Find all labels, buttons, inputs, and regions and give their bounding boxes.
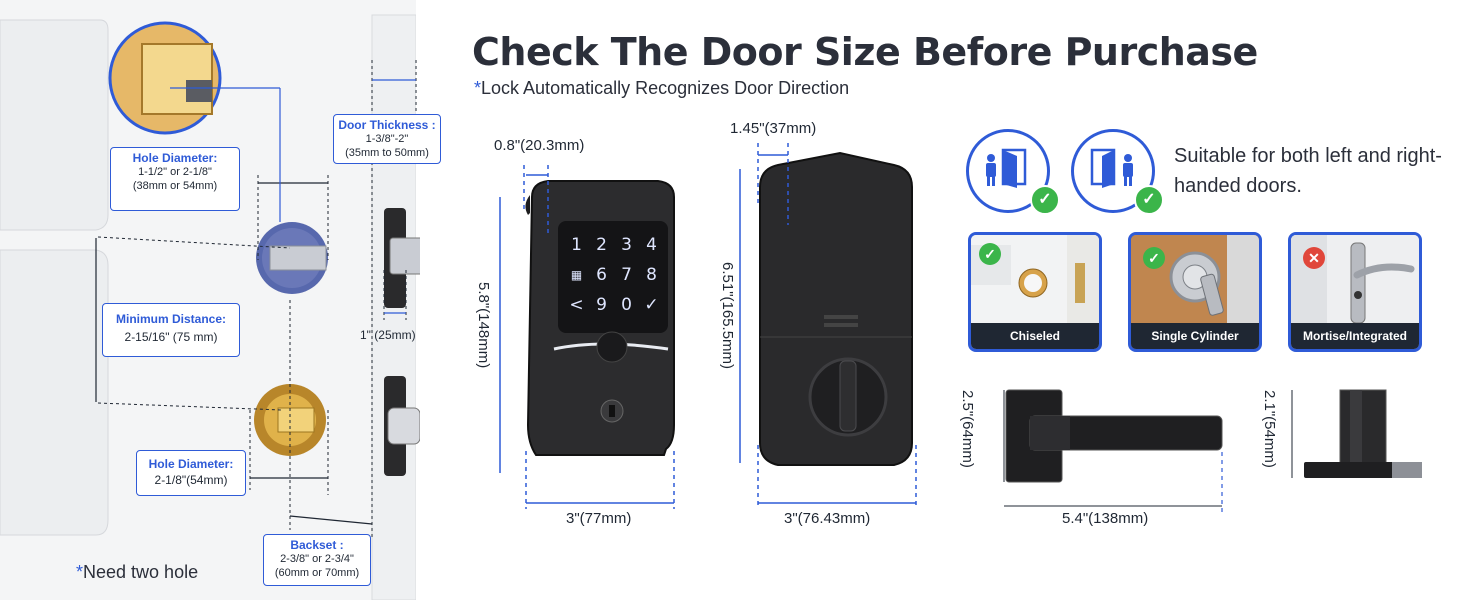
keypad-key[interactable]: 3: [621, 235, 632, 255]
front-lock: [470, 125, 690, 535]
door-thickness-label: Door Thickness : 1-3/8"-2" (35mm to 50mm…: [333, 114, 441, 164]
cross-icon: ✕: [1303, 247, 1325, 269]
handle-length-label: 5.4"(138mm): [1062, 510, 1149, 527]
page-title: Check The Door Size Before Purchase: [472, 30, 1258, 74]
handle-side-height-label: 2.1"(54mm): [1261, 390, 1278, 468]
backset-title: Backset :: [290, 538, 344, 552]
door-type-card-mortise: Mortise/Integrated ✕: [1288, 232, 1422, 352]
door-type-label: Chiseled: [971, 323, 1099, 349]
back-width-label: 3"(76.43mm): [784, 510, 871, 527]
front-keypad: 1 2 3 4 ▦ 6 7 8 < 9 0 ✓: [564, 230, 664, 320]
subtitle-star: *: [474, 78, 482, 98]
hole-diameter-top-title: Hole Diameter:: [132, 151, 218, 165]
handle-height-label: 2.5"(64mm): [959, 390, 976, 468]
backset-metric: (60mm or 70mm): [274, 567, 360, 579]
check-icon: ✓: [1134, 185, 1164, 215]
handle-side: [1280, 382, 1430, 492]
suitable-text: Suitable for both left and right-handed …: [1174, 145, 1442, 197]
keypad-key[interactable]: 7: [621, 265, 632, 285]
keypad-key[interactable]: ✓: [644, 295, 659, 315]
back-depth-label: 1.45"(37mm): [730, 120, 817, 137]
door-svg: [0, 0, 425, 601]
hole-diameter-top-metric: (38mm or 54mm): [132, 180, 218, 192]
front-depth-label: 0.8"(20.3mm): [494, 137, 585, 154]
hole-diameter-bottom-value: 2-1/8"(54mm): [154, 473, 228, 487]
min-distance-title: Minimum Distance:: [115, 312, 226, 326]
subtitle: *Lock Automatically Recognizes Door Dire…: [474, 78, 849, 99]
hole-diameter-bottom-label: Hole Diameter: 2-1/8"(54mm): [136, 450, 246, 496]
backset-label: Backset : 2-3/8" or 2-3/4" (60mm or 70mm…: [263, 534, 371, 586]
door-illustration: [0, 0, 425, 601]
door-thickness-value: 1-3/8"-2": [365, 133, 409, 145]
hole-diameter-bottom-title: Hole Diameter:: [148, 457, 234, 471]
fingerprint-icon[interactable]: ▦: [570, 268, 583, 282]
keypad-key[interactable]: 2: [596, 235, 607, 255]
front-width-label: 3"(77mm): [566, 510, 632, 527]
keypad-key[interactable]: 4: [646, 235, 657, 255]
handle-front-svg: [1003, 389, 1223, 512]
check-icon: ✓: [1143, 247, 1165, 269]
door-type-label: Mortise/Integrated: [1291, 323, 1419, 349]
door-type-card-single-cylinder: Single Cylinder ✓: [1128, 232, 1262, 352]
check-icon: ✓: [1030, 185, 1060, 215]
min-distance-value: 2-15/16" (75 mm): [124, 330, 218, 344]
subtitle-text: Lock Automatically Recognizes Door Direc…: [481, 78, 850, 98]
door-thickness-metric: (35mm to 50mm): [345, 147, 429, 159]
single-cylinder-photo: [1131, 235, 1259, 329]
door-type-label: Single Cylinder: [1131, 323, 1259, 349]
handle-side-svg: [1291, 389, 1422, 478]
door-type-card-chiseled: Chiseled ✓: [968, 232, 1102, 352]
front-height-label: 5.8"(148mm): [475, 282, 492, 369]
keypad-key[interactable]: 6: [596, 265, 607, 285]
front-lock-svg: [499, 165, 675, 509]
check-icon: ✓: [979, 243, 1001, 265]
handle-front: [990, 380, 1240, 530]
plate-width-label: 1" (25mm): [360, 328, 416, 342]
hole-diameter-top-value: 1-1/2" or 2-1/8": [138, 166, 212, 178]
note-text: Need two hole: [83, 562, 199, 582]
back-lock: [730, 125, 930, 535]
back-height-label: 6.51"(165.5mm): [719, 262, 736, 370]
note: *Need two hole: [76, 562, 198, 583]
keypad-key[interactable]: 0: [621, 295, 632, 315]
keypad-key[interactable]: 8: [646, 265, 657, 285]
back-lock-svg: [739, 143, 917, 509]
hole-diameter-top-label: Hole Diameter: 1-1/2" or 2-1/8" (38mm or…: [110, 147, 240, 211]
door-person-icon: [1090, 148, 1133, 188]
door-person-icon: [986, 148, 1027, 188]
backset-value: 2-3/8" or 2-3/4": [280, 553, 354, 565]
note-star: *: [76, 562, 84, 582]
keypad-key[interactable]: <: [569, 295, 584, 315]
keypad-key[interactable]: 1: [571, 235, 582, 255]
min-distance-label: Minimum Distance: 2-15/16" (75 mm): [102, 303, 240, 357]
door-thickness-title: Door Thickness :: [338, 118, 436, 132]
keypad-key[interactable]: 9: [596, 295, 607, 315]
